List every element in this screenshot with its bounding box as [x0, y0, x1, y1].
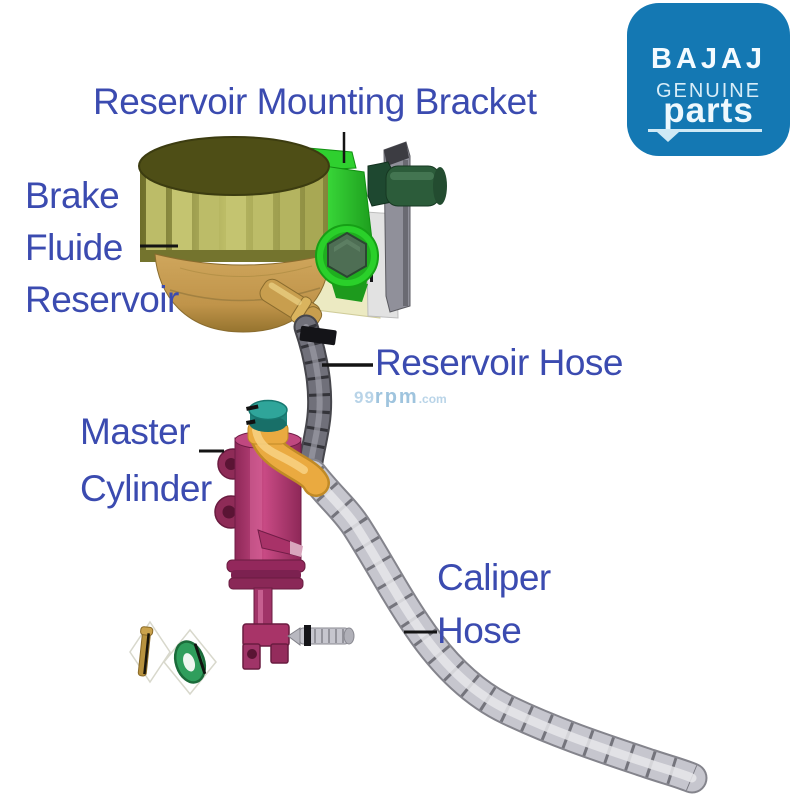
bracket-bolt — [315, 224, 379, 288]
clevis-pin — [287, 625, 355, 646]
bracket-sleeve — [367, 161, 447, 207]
label-brake-fluid-reservoir: Brake Fluide Reservoir — [25, 170, 179, 326]
master-cylinder-part — [214, 399, 330, 670]
label-brake-fluid-reservoir-line1: Brake — [25, 175, 120, 216]
label-caliper-hose-line1: Caliper — [437, 557, 551, 598]
label-reservoir-hose: Reservoir Hose — [375, 342, 623, 383]
caliper-hose-part — [287, 456, 708, 794]
sealing-washer — [163, 628, 217, 696]
logo-brand-text: BAJAJ — [650, 43, 767, 75]
reservoir-port-cap — [248, 399, 288, 432]
label-master-cylinder-line2: Cylinder — [80, 468, 212, 509]
logo-genuine-text: GENUINE — [655, 80, 762, 102]
logo-parts-text: parts — [663, 91, 754, 130]
reservoir-hose-part — [293, 314, 337, 483]
label-master-cylinder-line1: Master — [80, 411, 191, 452]
watermark-name: rpm — [374, 386, 419, 408]
label-brake-fluid-reservoir-line2: Fluide — [25, 227, 123, 268]
brake-fluid-reservoir-part — [138, 136, 331, 333]
label-brake-fluid-reservoir-line3: Reservoir — [25, 279, 179, 320]
hose-clamp — [299, 325, 337, 346]
banjo-fitting — [247, 421, 330, 497]
label-master-cylinder: Master Cylinder — [80, 403, 212, 517]
bajaj-genuine-parts-logo: BAJAJ GENUINE parts — [627, 3, 790, 156]
logo-arrow-icon — [657, 132, 679, 142]
label-reservoir-mounting-bracket: Reservoir Mounting Bracket — [93, 81, 537, 122]
watermark-tld: .com — [418, 392, 447, 406]
logo-underline — [648, 129, 762, 132]
leader-lines — [140, 132, 437, 634]
watermark-number: 99 — [354, 388, 375, 407]
label-caliper-hose-line2: Hose — [437, 610, 522, 651]
label-caliper-hose: Caliper Hose — [437, 551, 551, 657]
cotter-pin — [129, 620, 171, 684]
